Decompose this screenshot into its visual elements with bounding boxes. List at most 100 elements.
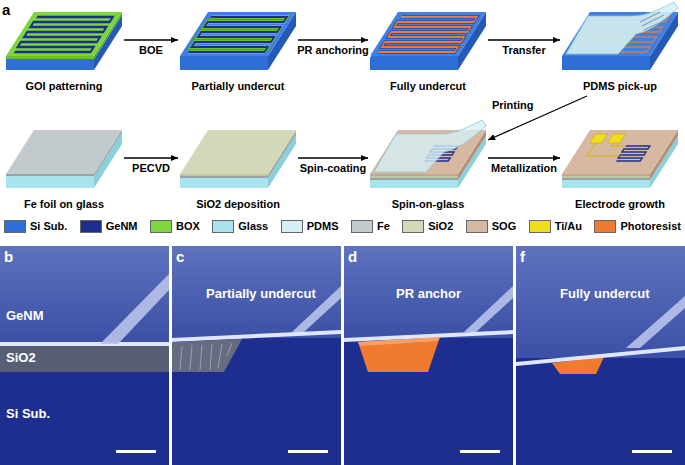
legend: Si Sub.GeNMBOXGlassPDMSFeSiO2SOGTi/AuPho…: [4, 220, 681, 233]
electrode-slab: [562, 176, 650, 178]
process-arrow: [124, 39, 178, 40]
panel-letter: f: [520, 248, 525, 265]
sem-image: [288, 450, 328, 453]
sog-slab: [370, 176, 458, 178]
legend-text: Photoresist: [620, 220, 681, 233]
step-label: PR anchoring: [295, 44, 371, 57]
legend-text: BOX: [176, 220, 200, 233]
sio2-slab: [180, 176, 268, 178]
step-caption: PDMS pick-up: [583, 80, 657, 93]
pickup-slab: [562, 56, 650, 70]
legend-text: SiO2: [428, 220, 453, 233]
sio2-slab: [180, 178, 268, 188]
legend-text: Fe: [377, 220, 390, 233]
legend-item: Ti/Au: [529, 220, 582, 233]
process-step: Fully undercut: [370, 4, 486, 94]
step-label: Spin-coating: [298, 162, 369, 175]
step-caption: Partially undercut: [192, 80, 285, 93]
sog-slab: [370, 178, 458, 180]
electrode-slab: [587, 143, 627, 156]
legend-swatch: [466, 220, 488, 233]
pickup-slab: [562, 2, 678, 70]
process-step: SiO2 deposition: [180, 122, 296, 212]
image-annotation: Partially undercut: [206, 286, 316, 301]
panel-letter: b: [4, 248, 13, 265]
sog-slab: [374, 120, 486, 172]
sem-image: [464, 286, 513, 332]
process-arrow: [124, 157, 178, 158]
sem-image: [516, 246, 685, 465]
anchored-slab: [379, 17, 477, 52]
fe-glass-slab: [6, 130, 122, 188]
legend-item: Fe: [351, 220, 390, 233]
legend-swatch: [4, 220, 26, 233]
sem-image: [0, 246, 169, 465]
process-step: Partially undercut: [180, 4, 296, 94]
legend-swatch: [402, 220, 424, 233]
legend-text: Glass: [238, 220, 268, 233]
step-label: PECVD: [130, 162, 172, 175]
goi-slab: [6, 59, 94, 70]
sem-image: [516, 246, 685, 358]
step-caption: GOI patterning: [26, 80, 103, 93]
electrode-slab: [590, 134, 608, 143]
sog-slab: [370, 120, 486, 188]
sem-image: [0, 346, 169, 372]
process-arrow: [298, 157, 368, 158]
sem-panel: GeNM SiO2 Si Sub.: [0, 246, 169, 465]
anchored-slab: [370, 56, 458, 70]
sem-image: [0, 246, 169, 342]
legend-swatch: [281, 220, 303, 233]
sem-image: [180, 343, 232, 370]
sem-image: [172, 330, 341, 342]
sem-image: [344, 246, 513, 465]
undercut-slab: [180, 56, 268, 70]
sem-image: [116, 450, 156, 453]
sem-image: [358, 337, 440, 372]
image-annotation: SiO2: [6, 350, 36, 365]
step-caption: Fe foil on glass: [24, 198, 104, 211]
sio2-slab: [180, 130, 296, 174]
legend-item: SOG: [466, 220, 516, 233]
image-annotation: PR anchor: [396, 286, 461, 301]
legend-item: SiO2: [402, 220, 453, 233]
sem-panel: Partially undercut: [172, 246, 341, 465]
undercut-slab: [189, 17, 287, 52]
image-annotation: GeNM: [6, 308, 44, 323]
process-step: Spin-on-glass: [370, 122, 486, 212]
undercut-slab: [189, 17, 287, 52]
sem-image: [632, 450, 672, 453]
electrode-slab: [562, 174, 650, 176]
sog-slab: [370, 174, 458, 176]
step-label: BOE: [137, 44, 165, 57]
legend-text: SOG: [492, 220, 516, 233]
legend-item: Photoresist: [594, 220, 681, 233]
sem-image: [344, 246, 513, 338]
legend-text: GeNM: [106, 220, 138, 233]
anchored-slab: [379, 17, 477, 52]
step-caption: SiO2 deposition: [196, 198, 280, 211]
sem-image: [172, 246, 341, 465]
sem-image: [172, 246, 341, 338]
anchored-slab: [379, 17, 477, 52]
step-caption: Fully undercut: [390, 80, 466, 93]
undercut-slab: [180, 12, 296, 56]
goi-slab: [15, 17, 113, 52]
panel-letter: a: [2, 1, 10, 18]
electrode-slab: [578, 134, 657, 161]
sem-image: [172, 246, 341, 465]
goi-slab: [6, 12, 122, 56]
electrode-slab: [562, 130, 678, 188]
step-caption: Spin-on-glass: [392, 198, 465, 211]
sio2-slab: [180, 174, 268, 176]
sem-image: [460, 450, 500, 453]
legend-swatch: [529, 220, 551, 233]
sem-image: [516, 346, 685, 366]
fe-glass-slab: [6, 130, 122, 174]
electrode-slab: [616, 146, 650, 161]
step-label: Metallization: [489, 162, 559, 175]
sem-image: [172, 339, 242, 372]
process-step: Fe foil on glass: [6, 122, 122, 212]
legend-text: Si Sub.: [30, 220, 67, 233]
image-annotation: Si Sub.: [6, 406, 50, 421]
